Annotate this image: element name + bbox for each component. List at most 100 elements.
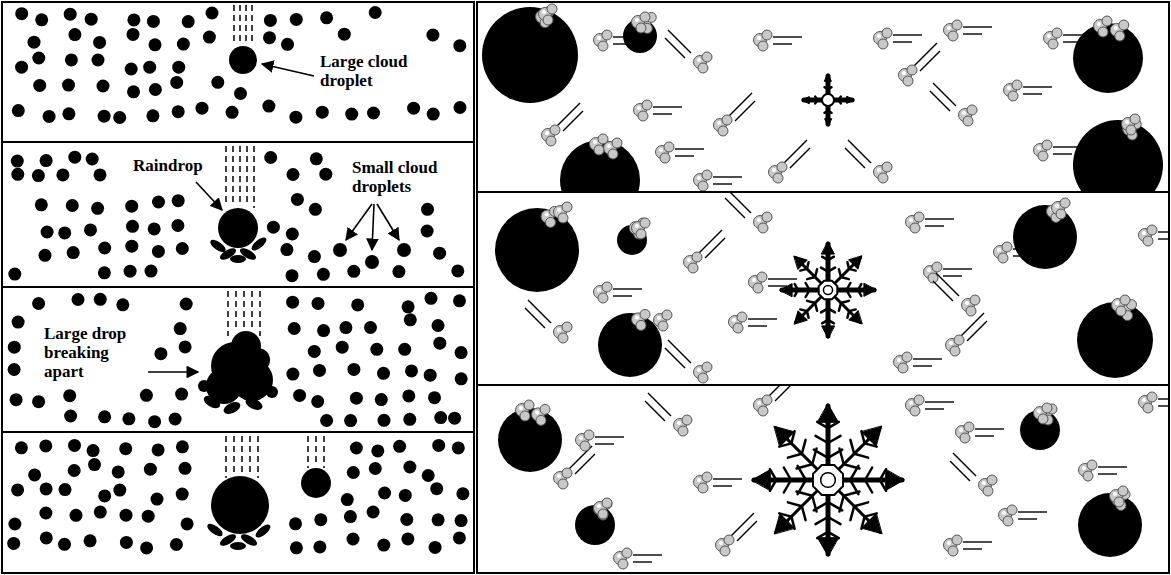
drawing-part [943, 268, 972, 269]
drawing-part [814, 450, 828, 458]
label-box: Raindrop [133, 156, 223, 175]
cloud-droplet [43, 110, 56, 123]
cloud-droplet [112, 465, 125, 478]
supercooled-droplet [495, 208, 579, 292]
water-vapour-molecule [729, 312, 748, 333]
drawing-part [788, 454, 802, 458]
cloud-droplet [404, 313, 417, 326]
callout-label: Raindrop [133, 156, 223, 175]
drawing-part [1087, 460, 1097, 470]
drawing-part [1113, 492, 1117, 496]
cloud-droplet [127, 85, 140, 98]
cloud-droplet [98, 410, 111, 423]
cloud-droplet [262, 100, 275, 113]
water-vapour-molecule [576, 430, 595, 451]
cloud-droplet [433, 247, 446, 260]
cloud-droplet [154, 347, 167, 360]
drawing-part [949, 341, 953, 345]
drawing-part [780, 284, 792, 297]
drawing-part [822, 242, 835, 254]
drawing-part [817, 532, 828, 538]
motion-lines [930, 83, 956, 111]
drawing-part [636, 23, 646, 33]
drawing-part [825, 74, 832, 81]
drawing-part [659, 148, 663, 152]
drawing-part [697, 368, 701, 372]
drawing-part [1018, 511, 1047, 512]
drawing-part [613, 36, 642, 37]
cloud-droplet [125, 63, 138, 76]
cloud-droplet [393, 440, 406, 453]
drawing-part [858, 290, 861, 296]
motion-lines [768, 279, 797, 286]
drawing-part [640, 218, 650, 228]
cloud-droplet [87, 444, 100, 457]
drawing-part [983, 486, 993, 496]
cloud-droplet [378, 487, 391, 500]
cloud-droplet [347, 466, 360, 479]
drawing-part [998, 253, 1008, 263]
motion-lines [729, 93, 755, 121]
supercooled-droplet [623, 19, 657, 53]
drawing-part [839, 100, 841, 104]
drawing-part [535, 410, 539, 414]
cloud-droplet [453, 531, 466, 544]
water-vapour-molecule [1094, 16, 1113, 37]
drawing-part [598, 293, 608, 303]
cloud-droplet [371, 444, 384, 457]
drawing-part [882, 162, 892, 172]
cloud-droplet [176, 488, 189, 501]
drawing-part [1143, 403, 1153, 413]
ice-process-panel [482, 4, 1163, 191]
drawing-part [961, 313, 984, 336]
drawing-part [1115, 301, 1119, 305]
drawing-part [828, 257, 834, 260]
cloud-droplet [310, 152, 323, 165]
drawing-part [1142, 398, 1146, 402]
cloud-droplet [94, 168, 107, 181]
drawing-part [1053, 146, 1082, 147]
cloud-droplet [453, 294, 466, 307]
drawing-part [618, 559, 628, 569]
drawing-part [1063, 34, 1092, 35]
water-vapour-molecule [999, 505, 1018, 526]
cloud-droplet [98, 489, 111, 502]
cloud-droplet [146, 109, 159, 122]
drawing-part [520, 411, 530, 421]
drawing-part [907, 65, 917, 75]
drawing-part [692, 252, 702, 262]
cloud-droplet [8, 341, 21, 354]
drawing-part [813, 465, 843, 495]
drawing-part [702, 52, 712, 62]
drawing-part [822, 320, 828, 323]
water-vapour-molecule [532, 404, 551, 425]
cloud-droplet [15, 61, 28, 74]
cloud-droplet [40, 482, 53, 495]
cloud-droplet [140, 541, 153, 554]
drawing-part [962, 111, 966, 115]
leader-arrows [148, 64, 399, 372]
cloud-droplet [267, 221, 280, 234]
drawing-part [525, 308, 545, 328]
drawing-part [762, 212, 772, 222]
drawing-part [848, 140, 871, 163]
cloud-droplet [425, 292, 438, 305]
drawing-part [997, 248, 1001, 252]
cloud-droplet [196, 102, 209, 115]
cloud-droplet [15, 441, 28, 454]
ice-crystal [802, 74, 854, 126]
drawing-part [717, 121, 721, 125]
water-vapour-molecule [1079, 460, 1098, 481]
drawing-part [932, 262, 942, 272]
drawing-part [768, 278, 797, 279]
drawing-part [602, 30, 612, 40]
cloud-droplet [286, 296, 299, 309]
cloud-droplet [32, 395, 45, 408]
drawing-part [1120, 295, 1130, 305]
cloud-droplet [119, 442, 132, 455]
water-vapour-molecule [979, 475, 998, 496]
drawing-part [595, 443, 614, 444]
drawing-part [724, 535, 734, 545]
drawing-part [640, 309, 650, 319]
cloud-droplet [64, 8, 77, 21]
